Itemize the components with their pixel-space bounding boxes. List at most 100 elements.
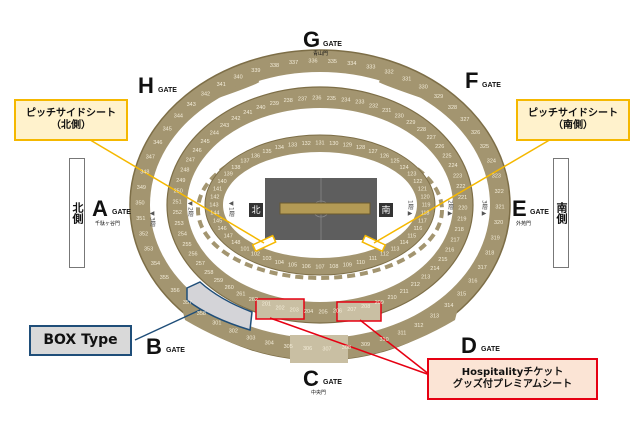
section-226[interactable]: 226 (435, 144, 444, 150)
section-224[interactable]: 224 (448, 163, 457, 169)
section-121[interactable]: 121 (418, 186, 427, 192)
section-141[interactable]: 141 (213, 186, 222, 192)
section-258[interactable]: 258 (204, 270, 213, 276)
section-239[interactable]: 239 (270, 101, 279, 107)
section-207[interactable]: 207 (347, 307, 356, 313)
section-304[interactable]: 304 (265, 341, 274, 347)
section-313[interactable]: 313 (430, 314, 439, 320)
section-118[interactable]: 118 (421, 211, 430, 217)
section-261[interactable]: 261 (236, 292, 245, 298)
section-338[interactable]: 338 (270, 63, 279, 69)
section-251[interactable]: 251 (173, 199, 182, 205)
section-212[interactable]: 212 (411, 282, 420, 288)
section-336[interactable]: 336 (308, 59, 317, 65)
section-312[interactable]: 312 (414, 323, 423, 329)
section-203[interactable]: 203 (290, 308, 299, 314)
section-106[interactable]: 106 (302, 264, 311, 270)
section-123[interactable]: 123 (407, 171, 416, 177)
section-213[interactable]: 213 (421, 274, 430, 280)
section-327[interactable]: 327 (460, 117, 469, 123)
section-259[interactable]: 259 (214, 278, 223, 284)
section-211[interactable]: 211 (400, 289, 409, 295)
section-247[interactable]: 247 (186, 157, 195, 163)
section-345[interactable]: 345 (163, 126, 172, 132)
section-331[interactable]: 331 (402, 76, 411, 82)
section-220[interactable]: 220 (458, 206, 467, 212)
section-135[interactable]: 135 (262, 149, 271, 155)
section-310[interactable]: 310 (380, 337, 389, 343)
section-351[interactable]: 351 (136, 216, 145, 222)
section-132[interactable]: 132 (302, 141, 311, 147)
section-341[interactable]: 341 (217, 82, 226, 88)
section-107[interactable]: 107 (315, 264, 324, 270)
section-350[interactable]: 350 (135, 200, 144, 206)
section-332[interactable]: 332 (385, 69, 394, 75)
section-301[interactable]: 301 (212, 320, 221, 326)
section-335[interactable]: 335 (328, 59, 337, 65)
section-214[interactable]: 214 (430, 266, 439, 272)
section-222[interactable]: 222 (456, 184, 465, 190)
section-114[interactable]: 114 (400, 240, 409, 246)
section-357[interactable]: 357 (183, 300, 192, 306)
section-235[interactable]: 235 (327, 96, 336, 102)
section-326[interactable]: 326 (471, 130, 480, 136)
section-210[interactable]: 210 (388, 295, 397, 301)
section-113[interactable]: 113 (391, 246, 400, 252)
section-229[interactable]: 229 (406, 120, 415, 126)
section-206[interactable]: 206 (333, 309, 342, 315)
section-131[interactable]: 131 (315, 140, 324, 146)
section-355[interactable]: 355 (160, 275, 169, 281)
section-112[interactable]: 112 (380, 252, 389, 258)
section-325[interactable]: 325 (480, 144, 489, 150)
section-104[interactable]: 104 (275, 260, 284, 266)
section-246[interactable]: 246 (193, 148, 202, 154)
section-348[interactable]: 348 (140, 169, 149, 175)
section-305[interactable]: 305 (284, 344, 293, 350)
section-111[interactable]: 111 (369, 256, 377, 262)
section-102[interactable]: 102 (251, 252, 260, 258)
section-322[interactable]: 322 (495, 189, 504, 195)
section-148[interactable]: 148 (231, 240, 240, 246)
section-307[interactable]: 307 (322, 346, 331, 352)
section-133[interactable]: 133 (288, 143, 297, 149)
section-125[interactable]: 125 (390, 159, 399, 165)
section-329[interactable]: 329 (434, 94, 443, 100)
section-344[interactable]: 344 (174, 114, 183, 120)
hospitality-area-south[interactable] (336, 301, 382, 322)
section-223[interactable]: 223 (453, 173, 462, 179)
section-140[interactable]: 140 (218, 179, 227, 185)
section-109[interactable]: 109 (343, 262, 352, 268)
section-309[interactable]: 309 (361, 342, 370, 348)
section-127[interactable]: 127 (368, 149, 377, 155)
section-144[interactable]: 144 (210, 211, 219, 217)
section-134[interactable]: 134 (275, 145, 284, 151)
section-340[interactable]: 340 (234, 74, 243, 80)
section-316[interactable]: 316 (468, 279, 477, 285)
section-311[interactable]: 311 (398, 331, 407, 337)
section-323[interactable]: 323 (492, 174, 501, 180)
section-318[interactable]: 318 (485, 250, 494, 256)
section-242[interactable]: 242 (231, 116, 240, 122)
section-138[interactable]: 138 (231, 165, 240, 171)
section-253[interactable]: 253 (175, 221, 184, 227)
section-245[interactable]: 245 (201, 139, 210, 145)
section-347[interactable]: 347 (146, 154, 155, 160)
section-241[interactable]: 241 (243, 110, 252, 116)
section-260[interactable]: 260 (225, 285, 234, 291)
section-136[interactable]: 136 (251, 153, 260, 159)
section-315[interactable]: 315 (457, 291, 466, 297)
section-240[interactable]: 240 (256, 105, 265, 111)
section-233[interactable]: 233 (355, 100, 364, 106)
section-202[interactable]: 202 (276, 305, 285, 311)
section-110[interactable]: 110 (356, 260, 365, 266)
section-139[interactable]: 139 (224, 171, 233, 177)
section-319[interactable]: 319 (491, 236, 500, 242)
section-250[interactable]: 250 (174, 189, 183, 195)
section-343[interactable]: 343 (187, 102, 196, 108)
section-303[interactable]: 303 (246, 335, 255, 341)
section-128[interactable]: 128 (356, 145, 365, 151)
section-105[interactable]: 105 (288, 262, 297, 268)
section-227[interactable]: 227 (427, 135, 436, 141)
section-333[interactable]: 333 (366, 64, 375, 70)
section-252[interactable]: 252 (173, 210, 182, 216)
